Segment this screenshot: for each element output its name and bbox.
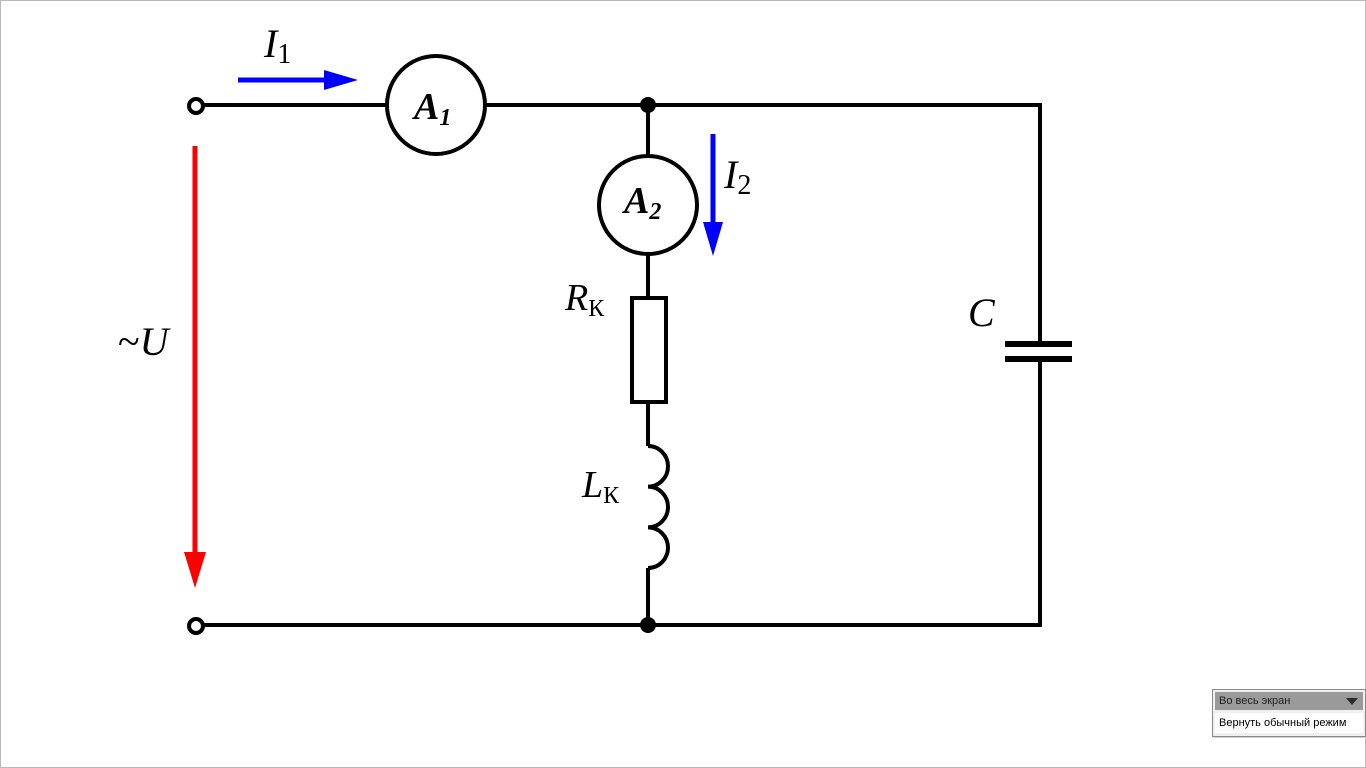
voltage-arrow-head: [184, 552, 206, 588]
capacitor-plate-top: [1005, 341, 1072, 347]
inductor-lk-label: LК: [581, 464, 620, 509]
ammeter-a2: [597, 154, 699, 256]
chevron-down-icon[interactable]: [1346, 698, 1358, 705]
junction-top: [640, 97, 656, 113]
terminal-top: [187, 97, 205, 115]
fullscreen-mode-dropdown[interactable]: Во весь экран: [1215, 692, 1363, 710]
ammeter-a1-label: A1: [412, 86, 451, 131]
current-arrow-i1-head: [324, 70, 358, 90]
ammeter-a1: [385, 54, 487, 156]
inductor-lk: [647, 444, 670, 570]
junction-bottom: [640, 617, 656, 633]
restore-normal-mode-label: Вернуть обычный режим: [1219, 717, 1347, 729]
ammeter-a2-label: A2: [622, 180, 661, 225]
capacitor-c-label: C: [968, 290, 996, 335]
fullscreen-toolbar: Во весь экран Вернуть обычный режим: [1212, 689, 1366, 737]
restore-normal-mode-button[interactable]: Вернуть обычный режим: [1215, 713, 1363, 733]
fullscreen-mode-label: Во весь экран: [1219, 695, 1291, 707]
terminal-bottom: [187, 617, 205, 635]
current-i1-label: I1: [263, 21, 291, 70]
voltage-u-label: ~U: [118, 319, 172, 364]
current-arrow-i2-head: [703, 222, 723, 256]
capacitor-plate-bottom: [1005, 356, 1072, 362]
current-i2-label: I2: [723, 152, 751, 201]
resistor-rk-label: RК: [564, 277, 605, 322]
resistor-rk: [630, 296, 668, 404]
